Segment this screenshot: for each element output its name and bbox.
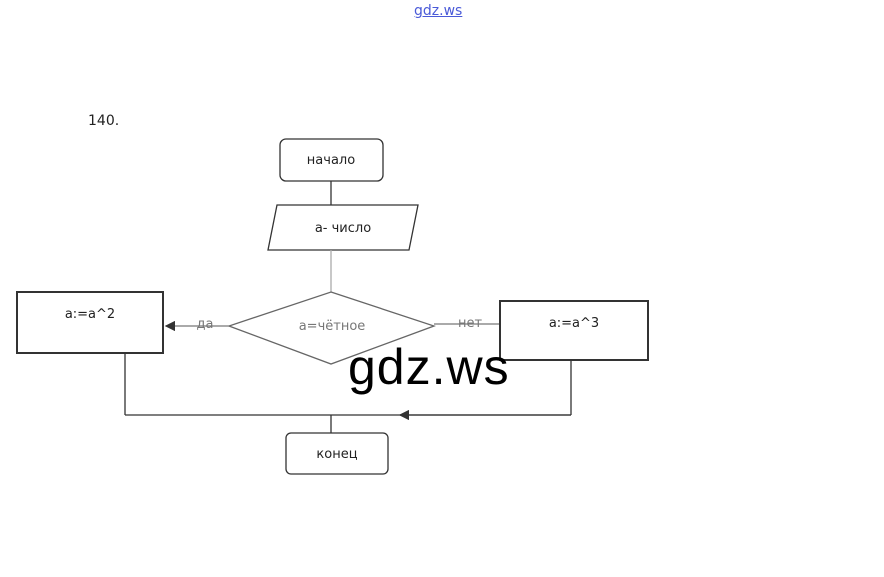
watermark-overlay: gdz.ws: [348, 339, 510, 395]
no-action-block: [499, 300, 649, 361]
input-block: [267, 204, 419, 251]
start-label: начало: [307, 153, 355, 168]
end-block: [285, 432, 389, 475]
input-label: a- число: [315, 221, 371, 236]
decision-label: a=чётное: [299, 319, 366, 334]
end-label: конец: [316, 447, 357, 462]
yes-label: да: [197, 317, 214, 332]
yes-action-block: [16, 291, 164, 354]
no-action-label: a:=a^3: [549, 316, 599, 331]
watermark-link[interactable]: gdz.ws: [414, 3, 463, 19]
decision-block: [227, 291, 436, 365]
problem-number: 140.: [88, 113, 120, 129]
no-label: нет: [458, 316, 482, 331]
yes-action-label: a:=a^2: [65, 307, 115, 322]
